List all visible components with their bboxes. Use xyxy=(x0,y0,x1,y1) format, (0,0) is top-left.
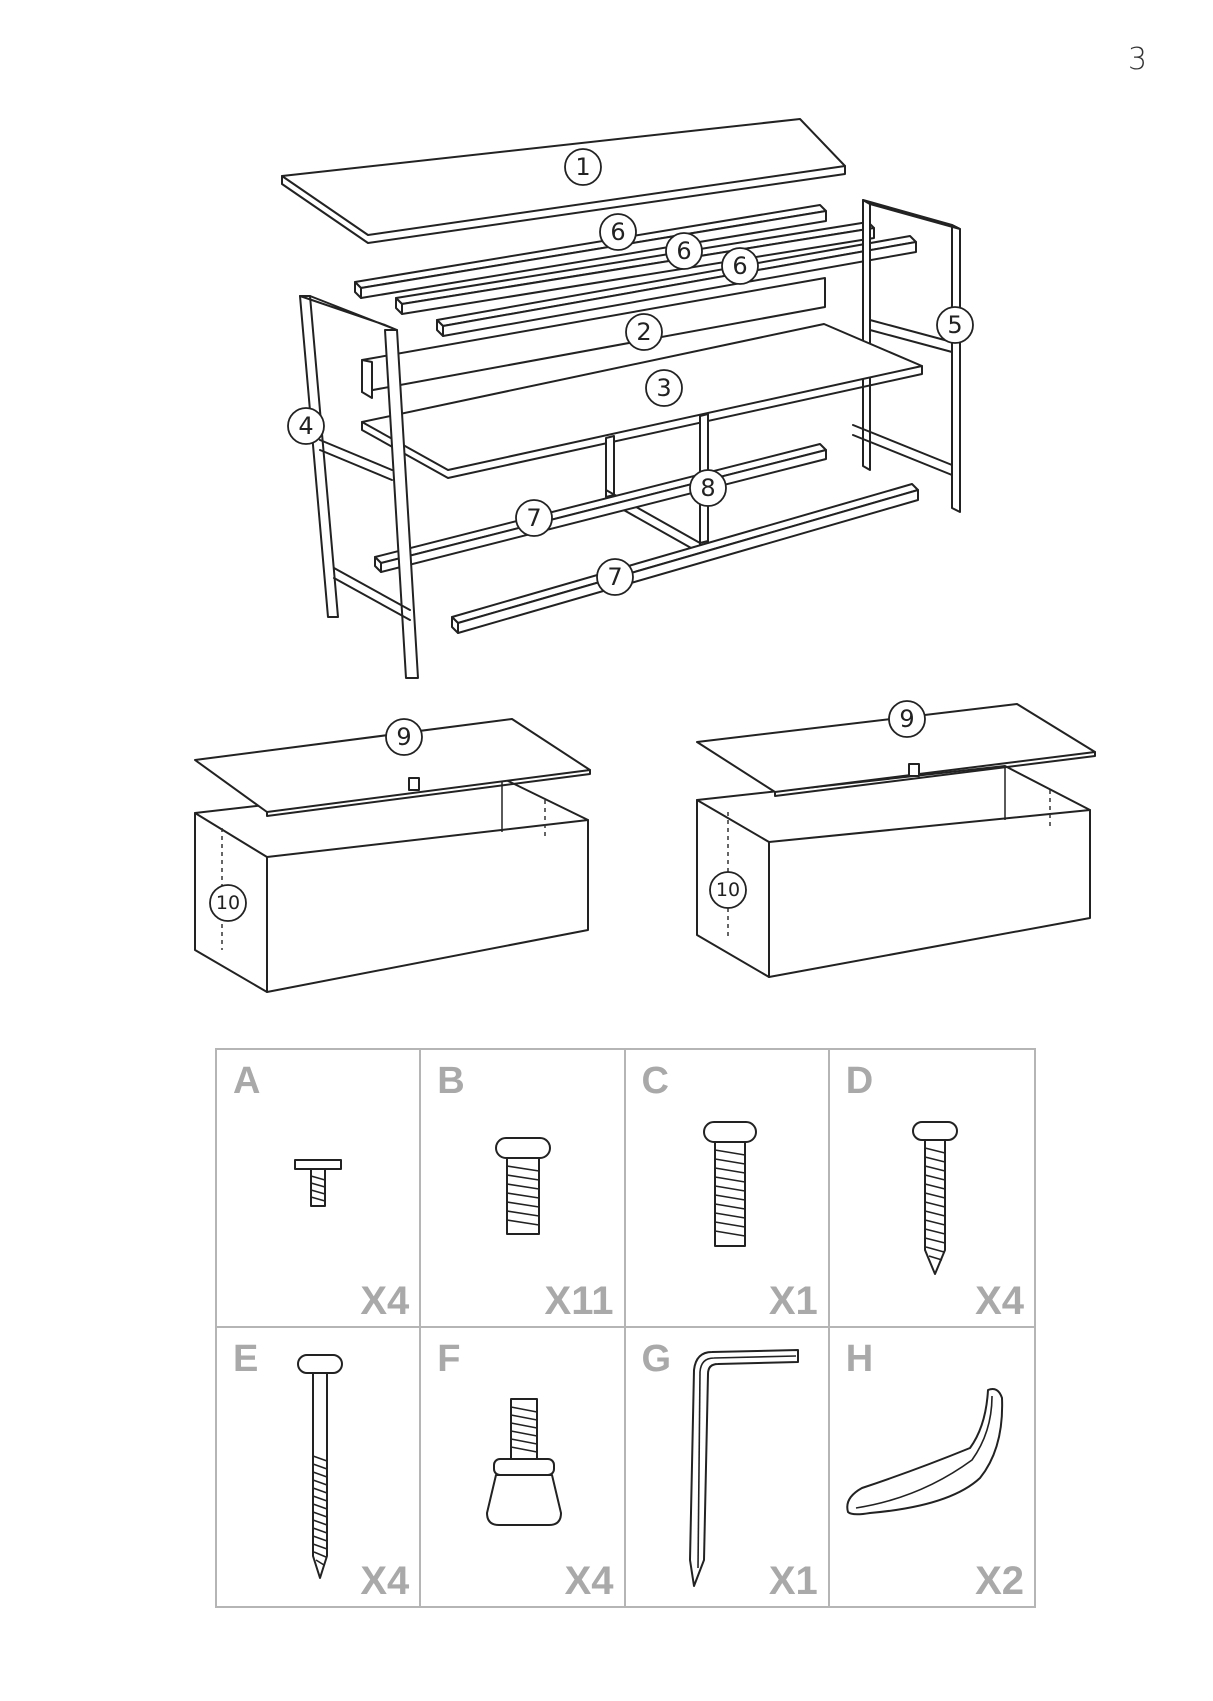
svg-text:7: 7 xyxy=(607,563,622,591)
hardware-letter: E xyxy=(233,1338,259,1380)
svg-text:4: 4 xyxy=(298,412,313,440)
hardware-quantity: X4 xyxy=(564,1559,614,1603)
hardware-cell-d: D X4 xyxy=(829,1050,1034,1328)
part-4-left-frame xyxy=(299,295,419,679)
svg-text:8: 8 xyxy=(700,474,715,502)
callout-6b: 6 xyxy=(665,232,703,270)
callout-10a: 10 xyxy=(209,884,247,922)
hardware-quantity: X1 xyxy=(768,1559,818,1603)
callout-7b: 7 xyxy=(596,558,634,596)
hardware-letter: F xyxy=(437,1338,461,1380)
callout-1: 1 xyxy=(564,148,602,186)
svg-text:9: 9 xyxy=(396,723,411,751)
callout-4: 4 xyxy=(287,407,325,445)
allen-key-icon xyxy=(688,1349,799,1587)
hardware-cell-a: A X4 xyxy=(217,1050,422,1328)
callout-6c: 6 xyxy=(721,247,759,285)
page-number: 3 xyxy=(1128,42,1148,77)
hardware-cell-g: G X1 xyxy=(626,1328,830,1606)
right-drawer-box xyxy=(696,703,1096,978)
hardware-quantity: X2 xyxy=(975,1559,1024,1603)
svg-text:6: 6 xyxy=(610,218,625,246)
hardware-cell-h: H X2 xyxy=(830,1328,1034,1606)
hardware-letter: B xyxy=(437,1060,465,1102)
left-drawer-box xyxy=(194,718,591,993)
svg-text:7: 7 xyxy=(526,504,541,532)
svg-text:10: 10 xyxy=(716,879,740,901)
callout-9a: 9 xyxy=(385,718,423,756)
callout-2: 2 xyxy=(625,313,663,351)
part-1-top-panel xyxy=(281,118,846,244)
hardware-cell-b: B X11 xyxy=(421,1050,626,1328)
hardware-cell-e: E X4 xyxy=(217,1328,422,1606)
hardware-table: A X4 B X11 C X1 D X4 xyxy=(215,1048,1036,1608)
svg-text:6: 6 xyxy=(732,252,747,280)
hardware-cell-f: F X4 xyxy=(421,1328,626,1606)
part-3-shelf xyxy=(361,323,923,479)
assembly-diagram: 1 6 6 6 2 5 3 4 8 7 7 9 9 10 10 xyxy=(194,118,1096,993)
svg-text:1: 1 xyxy=(575,153,590,181)
wood-screw-icon xyxy=(911,1121,958,1275)
hardware-quantity: X4 xyxy=(975,1279,1024,1323)
callout-7a: 7 xyxy=(515,499,553,537)
hardware-quantity: X1 xyxy=(768,1279,818,1323)
part-6-rails xyxy=(354,204,917,337)
hardware-quantity: X4 xyxy=(360,1559,410,1603)
svg-text:5: 5 xyxy=(947,311,962,339)
svg-text:6: 6 xyxy=(676,237,691,265)
part-5-right-frame xyxy=(852,199,961,513)
part-7-rails xyxy=(374,443,919,634)
hardware-letter: C xyxy=(641,1060,669,1102)
leveling-foot-icon xyxy=(486,1398,563,1526)
svg-text:10: 10 xyxy=(216,892,240,914)
hardware-letter: D xyxy=(845,1060,874,1102)
callout-6a: 6 xyxy=(599,213,637,251)
hardware-quantity: X4 xyxy=(360,1279,410,1323)
t-screw-icon xyxy=(294,1159,342,1207)
hardware-letter: G xyxy=(641,1338,672,1380)
svg-text:2: 2 xyxy=(636,318,651,346)
short-bolt-icon xyxy=(495,1137,552,1235)
callout-5: 5 xyxy=(936,306,974,344)
hardware-letter: H xyxy=(845,1338,874,1380)
callout-9b: 9 xyxy=(888,700,926,738)
bolt-icon xyxy=(702,1121,757,1247)
callout-8: 8 xyxy=(689,469,727,507)
callout-3: 3 xyxy=(645,369,683,407)
handle-icon xyxy=(846,1388,1003,1516)
long-screw-icon xyxy=(297,1354,343,1579)
hardware-quantity: X11 xyxy=(544,1279,614,1323)
part-2-back-panel xyxy=(361,277,826,399)
svg-text:3: 3 xyxy=(656,374,671,402)
callout-10b: 10 xyxy=(709,871,747,909)
svg-text:9: 9 xyxy=(899,705,914,733)
hardware-cell-c: C X1 xyxy=(625,1050,830,1328)
hardware-letter: A xyxy=(233,1060,261,1102)
